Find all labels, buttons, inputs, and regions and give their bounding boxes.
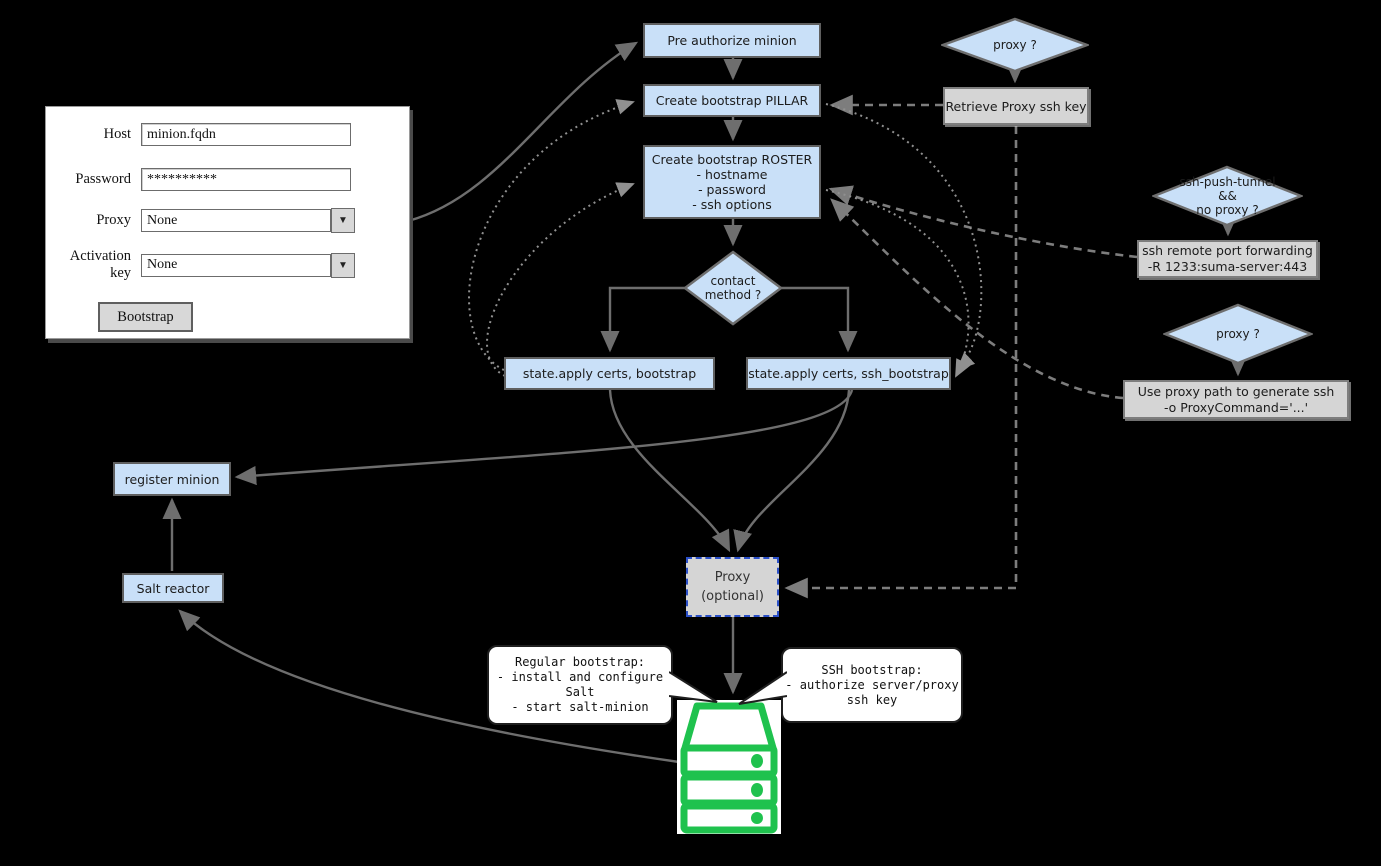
bootstrap-button[interactable]: Bootstrap	[98, 302, 193, 332]
arrow-sshbootstrap-to-register	[234, 389, 854, 486]
form-row-password: Password	[46, 168, 351, 191]
node-register-minion: register minion	[113, 462, 231, 496]
arrow-contact-to-bootstrap	[600, 286, 686, 353]
arrow-contact-to-sshbootstrap	[780, 286, 858, 353]
node-use-proxy-path: Use proxy path to generate ssh -o ProxyC…	[1123, 380, 1349, 419]
roster-item: - password	[698, 182, 766, 197]
roster-item: - ssh options	[692, 197, 772, 212]
proxy-box-title: Proxy	[714, 570, 751, 585]
bubble-tail-right	[738, 671, 787, 705]
arrow-bootstrap-to-proxy	[608, 389, 731, 553]
node-retrieve-proxy-ssh-key: Retrieve Proxy ssh key	[943, 87, 1089, 125]
dashed-useproxy-to-roster	[830, 198, 1124, 400]
activation-key-label: Activation key	[69, 248, 131, 281]
dashed-retrieve-to-proxybox	[784, 126, 1018, 599]
dotted-pillar-to-sshbootstrap	[825, 103, 983, 371]
chevron-down-icon: ▼	[338, 215, 348, 226]
node-ssh-remote-port-forwarding: ssh remote port forwarding -R 1233:suma-…	[1137, 240, 1318, 278]
proxy-box-subtitle: (optional)	[701, 589, 764, 604]
dashed-forwarding-to-roster	[828, 185, 1138, 259]
diamond-ssh-push-tunnel: ssh-push-tunnel && no proxy ?	[1152, 165, 1303, 227]
node-create-bootstrap-roster: Create bootstrap ROSTER - hostname - pas…	[643, 145, 821, 219]
host-label: Host	[103, 126, 131, 142]
bubble-tail-left	[669, 671, 718, 703]
node-state-apply-ssh-bootstrap: state.apply certs, ssh_bootstrap	[746, 357, 951, 390]
proxy-select-button[interactable]: ▼	[331, 208, 355, 233]
server-icon	[677, 700, 781, 834]
use-proxy-line: -o ProxyCommand='...'	[1163, 399, 1309, 415]
node-create-bootstrap-pillar: Create bootstrap PILLAR	[643, 84, 821, 117]
bubble-line: - install and configure	[496, 670, 664, 684]
bubble-regular-bootstrap: Regular bootstrap: - install and configu…	[487, 645, 673, 725]
bubble-line: - authorize server/proxy	[785, 677, 959, 692]
node-salt-reactor: Salt reactor	[122, 573, 224, 603]
tunnel-line: ssh-push-tunnel	[1179, 175, 1276, 189]
diamond-proxy-question-top: proxy ?	[941, 17, 1089, 73]
forwarding-line: -R 1233:suma-server:443	[1147, 259, 1308, 274]
bubble-line: Salt	[565, 685, 595, 699]
proxy-label: Proxy	[96, 212, 131, 228]
node-pre-authorize-minion: Pre authorize minion	[643, 23, 821, 58]
use-proxy-line: Use proxy path to generate ssh	[1137, 383, 1335, 399]
node-proxy-optional: Proxy (optional)	[686, 557, 779, 617]
proxy-select[interactable]: None	[141, 209, 331, 232]
activation-key-select[interactable]: None	[141, 253, 331, 277]
bubble-line: SSH bootstrap:	[821, 662, 923, 677]
proxy-question-label: proxy ?	[1216, 327, 1260, 341]
dotted-roster-to-sshbootstrap	[825, 189, 971, 378]
tunnel-line: &&	[1218, 189, 1237, 203]
password-label: Password	[75, 171, 131, 187]
form-row-proxy: Proxy None ▼	[46, 208, 355, 233]
activation-key-select-button[interactable]: ▼	[331, 252, 355, 278]
bubble-line: Regular bootstrap:	[514, 655, 646, 669]
bubble-line: ssh key	[846, 692, 898, 707]
diamond-contact-method: contact method ?	[683, 250, 783, 326]
bootstrap-form-panel: Host Password Proxy None ▼ Activation ke…	[45, 106, 410, 339]
forwarding-line: ssh remote port forwarding	[1142, 243, 1313, 258]
form-row-host: Host	[46, 123, 351, 146]
password-input[interactable]	[141, 168, 351, 191]
form-row-activation-key: Activation key None ▼	[46, 248, 355, 282]
bubble-ssh-bootstrap: SSH bootstrap: - authorize server/proxy …	[781, 647, 963, 723]
dotted-bootstrap-to-pillar	[468, 99, 635, 371]
activation-key-select-value: None	[147, 257, 178, 272]
proxy-select-value: None	[147, 212, 178, 228]
dotted-bootstrap-to-roster	[486, 182, 635, 377]
proxy-question-label: proxy ?	[993, 38, 1037, 52]
roster-item: - hostname	[696, 167, 768, 182]
host-input[interactable]	[141, 123, 351, 146]
bubble-line: - start salt-minion	[511, 700, 649, 714]
node-state-apply-bootstrap: state.apply certs, bootstrap	[504, 357, 715, 390]
chevron-down-icon: ▼	[338, 259, 348, 271]
contact-line: method ?	[704, 288, 762, 302]
arrow-form-to-preauthorize	[407, 41, 639, 223]
arrow-sshbootstrap-to-proxy	[733, 389, 851, 553]
arrow-server-to-reactor	[178, 609, 680, 764]
diamond-proxy-question-low: proxy ?	[1163, 303, 1313, 365]
roster-title: Create bootstrap ROSTER	[651, 152, 813, 167]
tunnel-line: no proxy ?	[1196, 203, 1259, 217]
contact-line: contact	[710, 274, 756, 288]
